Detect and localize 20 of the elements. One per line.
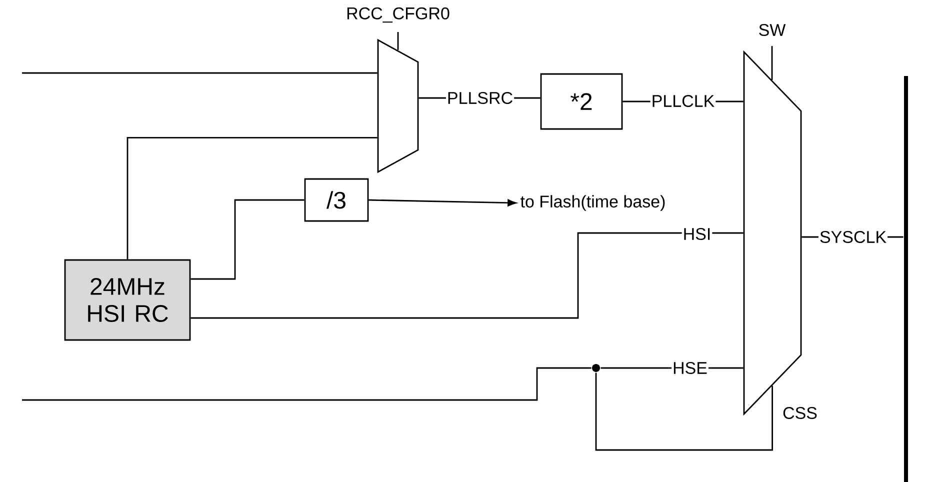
connector-line bbox=[22, 72, 378, 74]
signal-label: RCC_CFGR0 bbox=[347, 7, 450, 23]
clock-bus-bar bbox=[904, 76, 908, 482]
edge-label: HSE bbox=[672, 360, 708, 376]
arrow bbox=[368, 199, 516, 206]
connector-line bbox=[595, 372, 773, 451]
connector-line bbox=[190, 199, 304, 280]
edge-label: HSI bbox=[682, 226, 712, 242]
edge-label: PLLCLK bbox=[650, 94, 716, 108]
edge-label: PLLSRC bbox=[446, 90, 514, 106]
connector-line bbox=[126, 137, 378, 260]
signal-label: SW bbox=[759, 24, 786, 36]
oscillator-box: 24MHz HSI RC bbox=[64, 259, 191, 341]
connector-line bbox=[190, 232, 744, 319]
junction-dot bbox=[592, 364, 600, 372]
edge-label: SYSCLK bbox=[818, 230, 888, 244]
signal-label: CSS bbox=[783, 406, 817, 420]
destination-text: to Flash(time base) bbox=[520, 195, 665, 211]
multiplier-box: *2 bbox=[540, 73, 623, 130]
connector-line bbox=[22, 367, 592, 401]
